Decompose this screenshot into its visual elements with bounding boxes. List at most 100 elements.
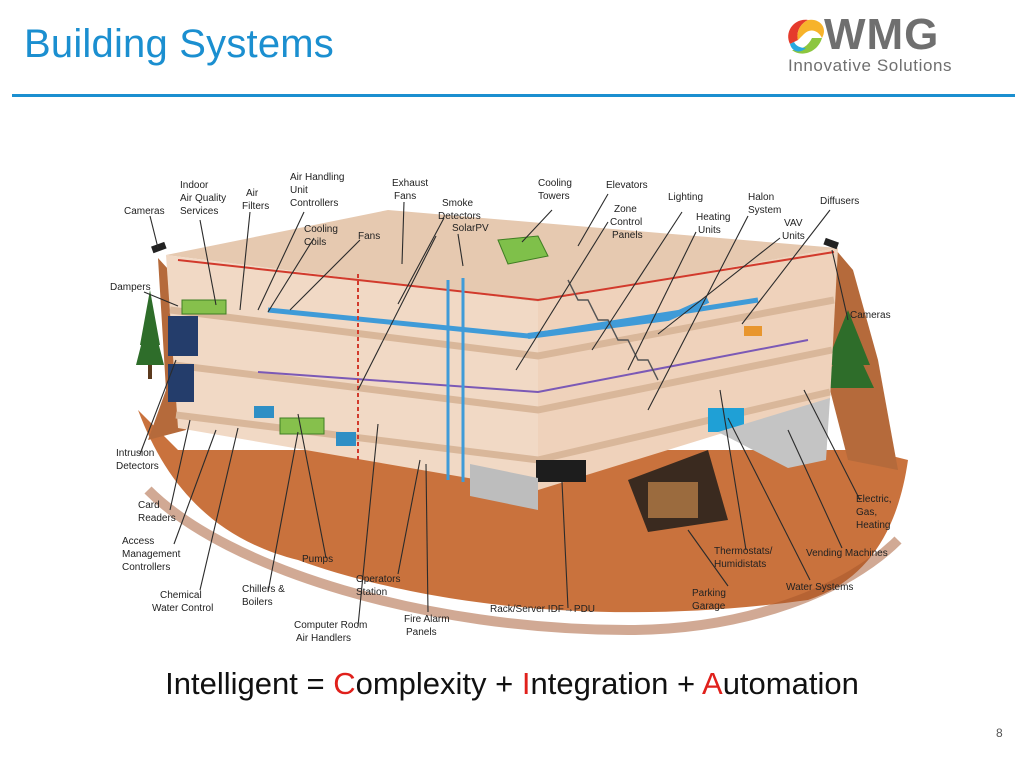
label-air-filters-1: Air	[246, 188, 259, 199]
label-intrusion-1: Intrusion	[116, 448, 154, 459]
label-exhaust-2: Fans	[394, 191, 416, 202]
formula-line: Intelligent = Complexity + Integration +…	[0, 666, 1024, 702]
left-wall	[166, 255, 538, 490]
label-smoke-1: Smoke	[442, 198, 474, 209]
server-rack	[536, 460, 586, 482]
formula-complexity: omplexity +	[355, 666, 522, 701]
swirl-logo-icon	[788, 19, 825, 54]
crah-unit	[336, 432, 356, 446]
logo-tagline: Innovative Solutions	[788, 56, 953, 75]
garage-door	[648, 482, 698, 518]
label-ahu-1: Air Handling	[290, 172, 344, 183]
label-thermo-1: Thermostats/	[714, 546, 773, 557]
label-card-1: Card	[138, 500, 160, 511]
label-smoke-2: Detectors	[438, 211, 481, 222]
label-cameras-right: Cameras	[850, 310, 891, 321]
supply-duct-2	[527, 297, 710, 339]
page-number: 8	[996, 726, 1003, 740]
label-iaq-1: Indoor	[180, 180, 209, 191]
label-fire-2: Panels	[406, 627, 437, 638]
label-exhaust-1: Exhaust	[392, 178, 428, 189]
stairs	[567, 279, 659, 381]
heating-unit	[744, 326, 762, 336]
label-access-1: Access	[122, 536, 154, 547]
formula-c: C	[333, 666, 356, 701]
label-crah-1: Computer Room	[294, 620, 367, 631]
label-lighting: Lighting	[668, 192, 703, 203]
cooling-tower	[497, 235, 549, 265]
label-vav-1: VAV	[784, 218, 803, 229]
right-wall	[538, 248, 838, 490]
label-chemical-1: Chemical	[160, 590, 202, 601]
formula-integration: ntegration +	[530, 666, 702, 701]
label-air-filters-2: Filters	[242, 201, 269, 212]
label-rack: Rack/Server IDF→PDU	[490, 604, 595, 615]
slide-title: Building Systems	[24, 22, 334, 66]
label-water-systems: Water Systems	[786, 582, 853, 593]
tree-right	[822, 310, 874, 388]
label-cooling-towers-2: Towers	[538, 191, 570, 202]
label-ahu-2: Unit	[290, 185, 308, 196]
label-electric-2: Gas,	[856, 507, 877, 518]
label-vending: Vending Machines	[806, 548, 888, 559]
label-thermo-2: Humidistats	[714, 559, 766, 570]
roof	[166, 210, 838, 302]
label-solarpv: SolarPV	[452, 223, 489, 234]
label-vav-2: Units	[782, 231, 805, 242]
camera-left	[151, 241, 167, 254]
label-iaq-3: Services	[180, 206, 218, 217]
label-dampers: Dampers	[110, 282, 151, 293]
label-chemical-2: Water Control	[152, 603, 213, 614]
label-zone-1: Zone	[614, 204, 637, 215]
formula-intro: Intelligent =	[165, 666, 334, 701]
label-cameras-left: Cameras	[124, 206, 165, 217]
label-cooling-coils-1: Cooling	[304, 224, 338, 235]
formula-automation: utomation	[722, 666, 859, 701]
sprinkler-pipe	[177, 251, 835, 302]
label-access-2: Management	[122, 549, 181, 560]
air-handler-unit	[181, 299, 227, 315]
label-electric-3: Heating	[856, 520, 890, 531]
floor-slab-1	[169, 296, 835, 360]
label-parking-2: Garage	[692, 601, 726, 612]
tree-trunk	[148, 365, 152, 379]
formula-i: I	[521, 666, 531, 701]
formula-a: A	[702, 666, 723, 701]
label-operators-1: Operators	[356, 574, 400, 585]
label-access-3: Controllers	[122, 562, 170, 573]
callout-labels: Cameras Indoor Air Quality Services Air …	[110, 172, 892, 644]
label-electric-1: Electric,	[856, 494, 892, 505]
ground-shadow	[144, 486, 902, 636]
label-ahu-3: Controllers	[290, 198, 338, 209]
label-chillers-2: Boilers	[242, 597, 273, 608]
label-pumps: Pumps	[302, 554, 333, 565]
tree-left	[136, 290, 164, 365]
label-crah-2: Air Handlers	[296, 633, 351, 644]
company-logo: WMG Innovative Solutions	[782, 10, 1002, 78]
label-zone-2: Control	[610, 217, 642, 228]
label-card-2: Readers	[138, 513, 176, 524]
chiller-unit	[279, 417, 325, 435]
label-halon-1: Halon	[748, 192, 774, 203]
label-operators-2: Station	[356, 587, 387, 598]
foundation	[470, 464, 538, 510]
camera-right	[823, 237, 839, 250]
label-cooling-towers-1: Cooling	[538, 178, 572, 189]
label-elevators: Elevators	[606, 180, 648, 191]
label-heating-1: Heating	[696, 212, 730, 223]
label-iaq-2: Air Quality	[180, 193, 226, 204]
label-chillers-1: Chillers &	[242, 584, 285, 595]
pump-unit	[254, 406, 274, 418]
label-parking-1: Parking	[692, 588, 726, 599]
foundation-right	[718, 398, 830, 468]
label-fire-1: Fire Alarm	[404, 614, 450, 625]
label-intrusion-2: Detectors	[116, 461, 159, 472]
ground	[138, 410, 908, 613]
return-duct	[257, 339, 809, 394]
title-underline	[12, 94, 1015, 97]
label-fans: Fans	[358, 231, 380, 242]
logo-brand: WMG	[824, 10, 940, 59]
leader-lines	[139, 193, 861, 627]
label-cooling-coils-2: Coils	[304, 237, 326, 248]
label-diffusers: Diffusers	[820, 196, 859, 207]
